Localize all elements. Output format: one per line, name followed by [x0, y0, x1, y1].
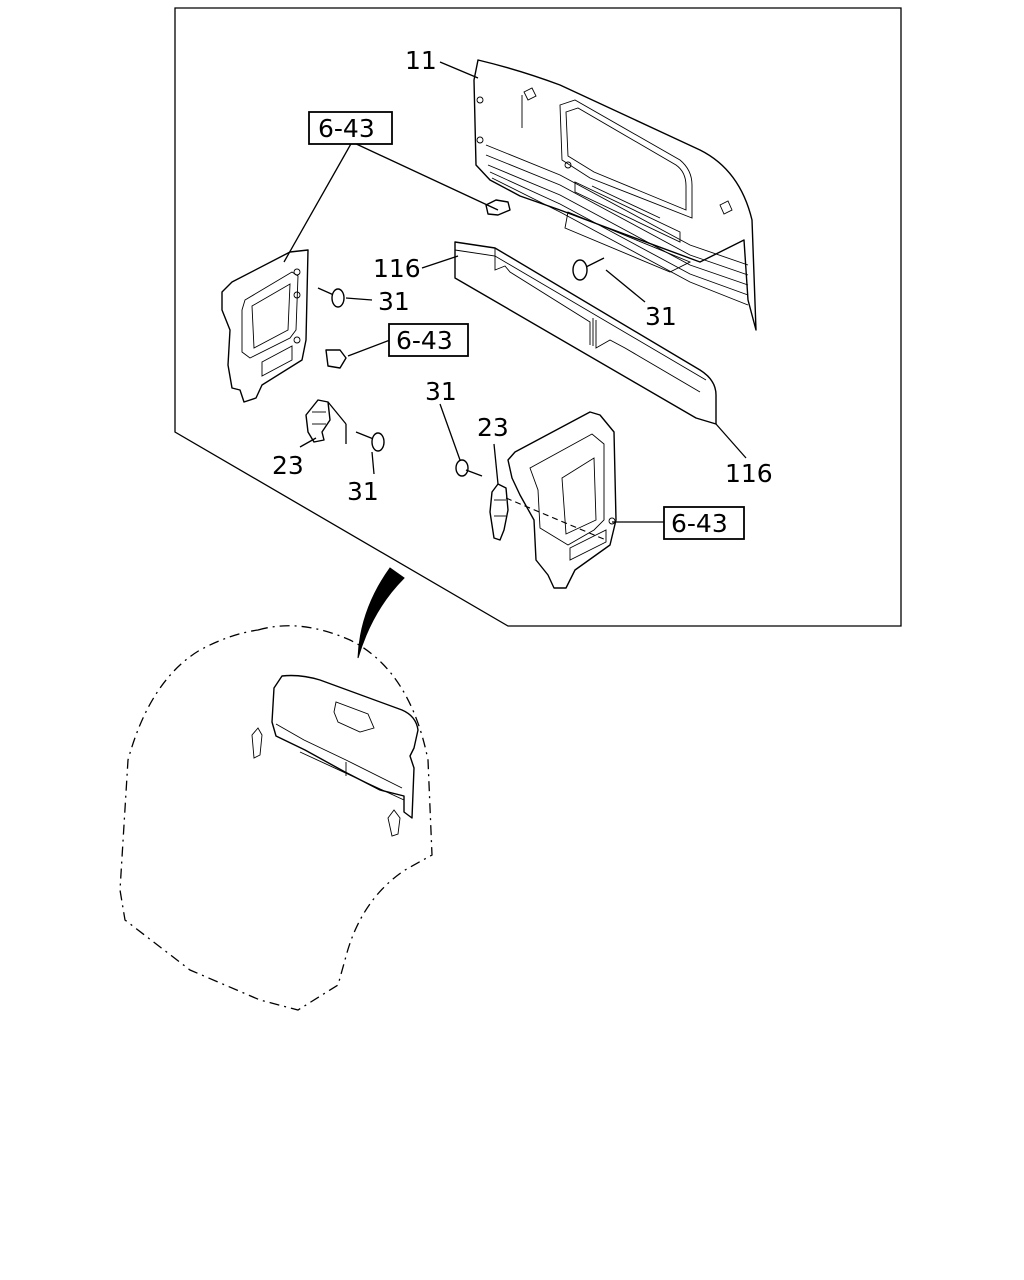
- bracket-right-part-23: [489, 483, 509, 541]
- clip-mid-left: [325, 349, 347, 369]
- ref-box-top-left: 6-43: [308, 111, 393, 145]
- trim-strip-part-116: [454, 241, 717, 425]
- callout-116-top: 116: [373, 254, 421, 283]
- ref-box-right: 6-43: [663, 506, 745, 540]
- leader-lines: [283, 61, 747, 541]
- clip-top: [485, 199, 511, 216]
- detail-frame: [174, 7, 902, 627]
- fastener-right-mid: [455, 459, 483, 477]
- cab-overview: [119, 625, 433, 1011]
- callout-11: 11: [405, 46, 437, 75]
- left-side-panel: [221, 249, 309, 403]
- bracket-left-part-23: [305, 399, 331, 443]
- callout-31-right-mid: 31: [425, 377, 457, 406]
- ref-box-mid-left: 6-43: [388, 323, 469, 357]
- callout-31-right-top: 31: [645, 302, 677, 331]
- fastener-left-top: [317, 287, 345, 308]
- callout-116-bottom: 116: [725, 459, 773, 488]
- callout-23-left: 23: [272, 451, 304, 480]
- svg-text:6-43: 6-43: [671, 509, 728, 538]
- right-side-panel: [507, 411, 617, 589]
- fastener-left-bottom: [355, 431, 385, 452]
- svg-text:6-43: 6-43: [318, 114, 375, 143]
- fastener-right-top: [572, 257, 605, 281]
- callout-31-left-bottom: 31: [347, 477, 379, 506]
- callout-31-left-top: 31: [378, 287, 410, 316]
- pointer-wedge: [357, 567, 405, 659]
- back-panel-part-11: [473, 59, 757, 331]
- callout-23-right: 23: [477, 413, 509, 442]
- svg-text:6-43: 6-43: [396, 326, 453, 355]
